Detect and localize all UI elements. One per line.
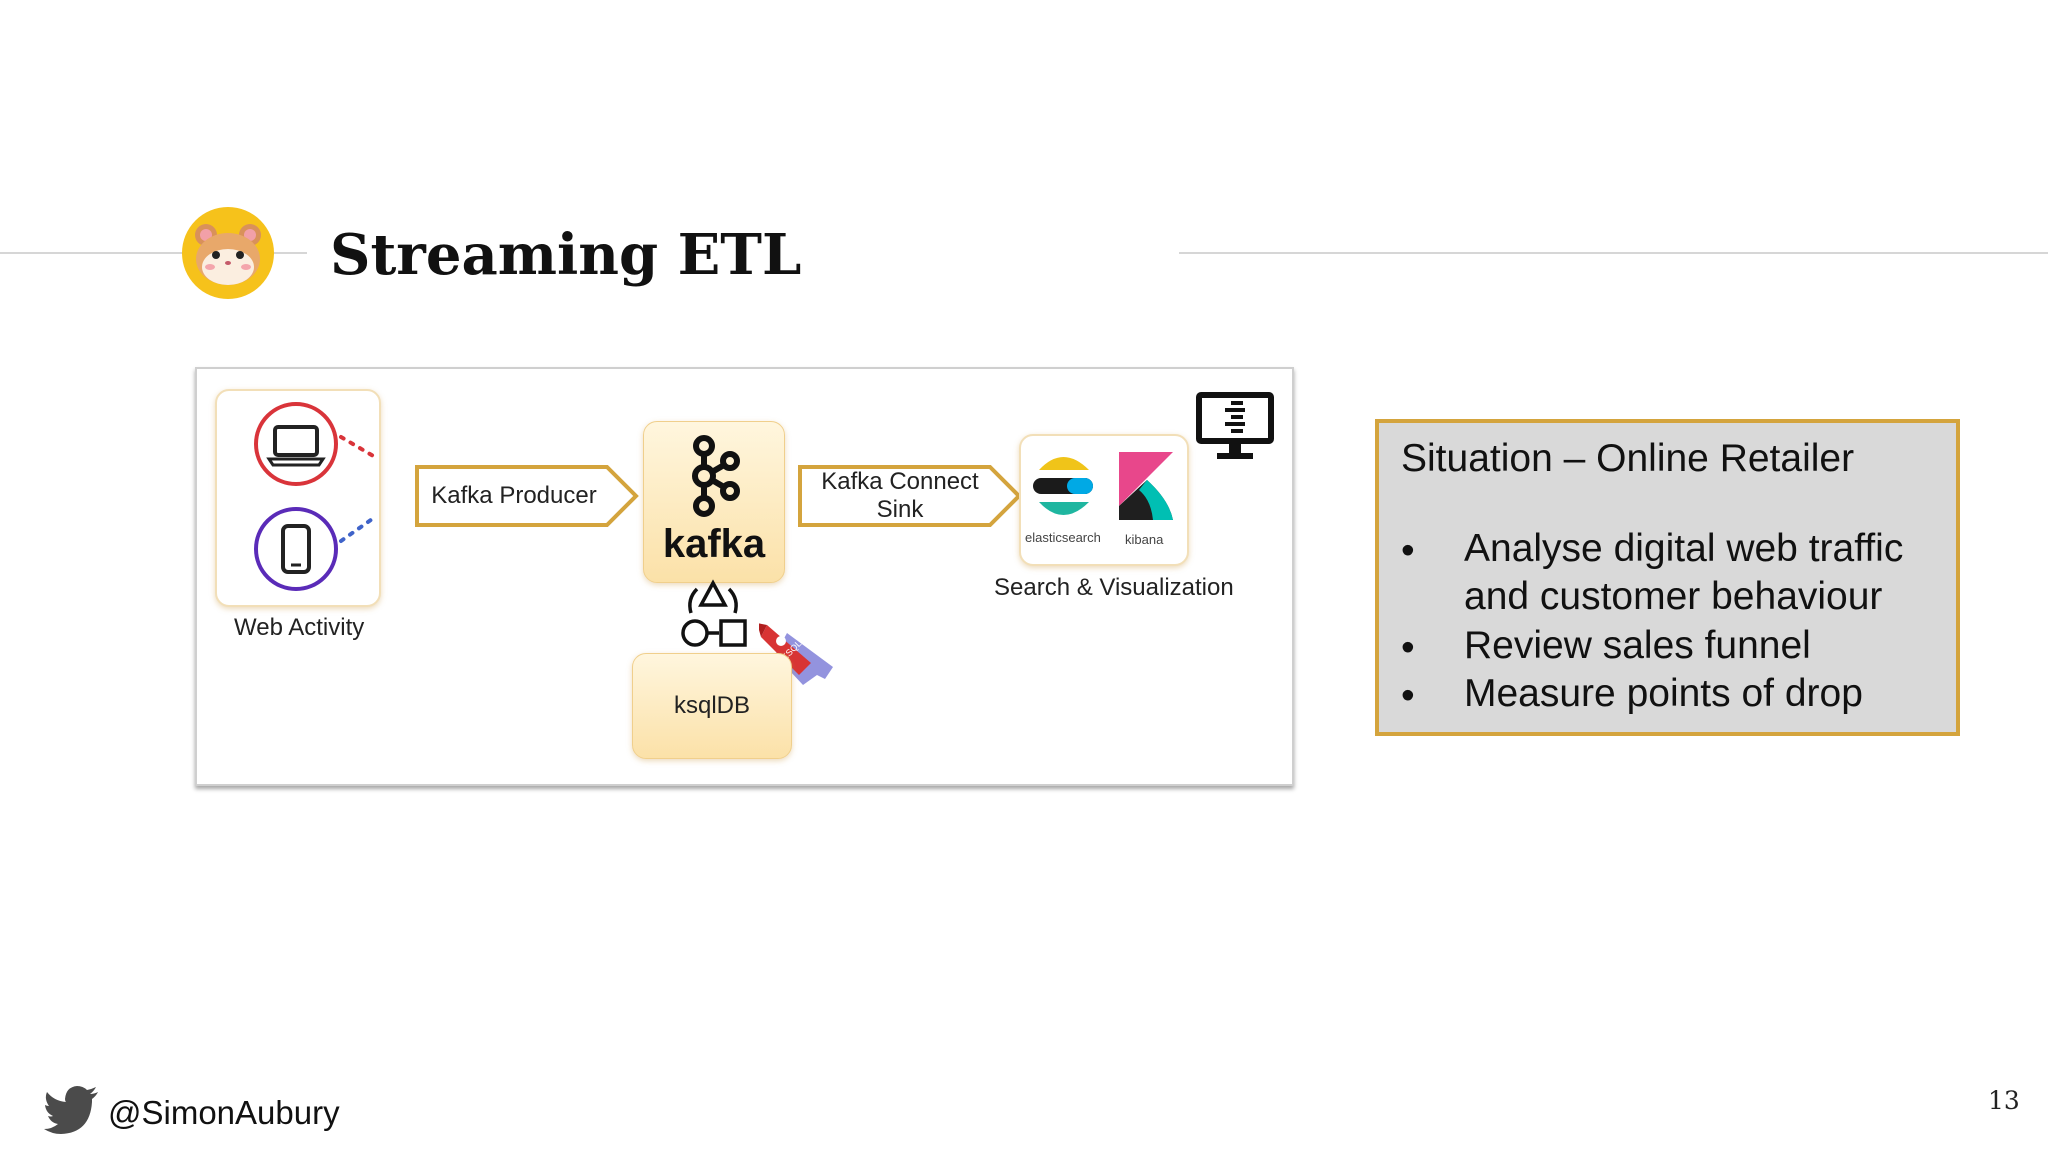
kibana-icon — [1119, 452, 1173, 520]
ksqldb-node: ksqlDB — [632, 653, 792, 759]
kafka-connect-sink-arrow: Kafka Connect Sink — [797, 464, 1023, 528]
kafka-connect-label-line1: Kafka Connect — [821, 468, 979, 495]
situation-box: Situation – Online Retailer • Analyse di… — [1375, 419, 1960, 736]
bullet-marker: • — [1401, 626, 1415, 669]
laptop-icon — [254, 402, 338, 486]
ksql-rocket-icon: KSQL — [759, 623, 833, 685]
bullet-marker: • — [1401, 529, 1415, 572]
kafka-logo-icon — [692, 435, 740, 517]
monitor-icon — [1196, 392, 1274, 459]
search-visualization-label: Search & Visualization — [994, 574, 1234, 601]
kafka-producer-arrow: Kafka Producer — [414, 464, 640, 528]
kibana-caption: kibana — [1125, 532, 1164, 547]
bullet-marker: • — [1401, 674, 1415, 717]
twitter-handle[interactable]: @SimonAubury — [108, 1094, 340, 1131]
search-visualization-node: elasticsearch kibana — [1019, 434, 1189, 566]
page-number: 13 — [1988, 1086, 2020, 1115]
kafka-node: kafka — [643, 421, 785, 583]
bullet-item: Measure points of drop — [1464, 672, 1863, 715]
slide-title: Streaming ETL — [330, 222, 802, 288]
bullet-item-line: and customer behaviour — [1464, 575, 1883, 618]
header-rule-left — [0, 252, 307, 254]
web-activity-node — [215, 389, 381, 607]
elasticsearch-icon — [1033, 457, 1093, 515]
header-rule-right — [1179, 252, 2048, 254]
kafka-connect-label-line2: Sink — [876, 496, 924, 523]
stream-processing-shapes-icon — [681, 579, 747, 647]
kafka-producer-label: Kafka Producer — [431, 482, 597, 509]
elasticsearch-caption: elasticsearch — [1025, 530, 1101, 545]
kafka-wordmark: kafka — [662, 522, 766, 566]
hamster-logo-icon — [182, 207, 274, 299]
web-activity-label: Web Activity — [234, 614, 365, 641]
etl-diagram: Web Activity Kafka Producer kafka — [195, 367, 1294, 786]
bullet-item-line: Analyse digital web traffic — [1464, 527, 1904, 570]
ksqldb-label: ksqlDB — [673, 692, 751, 719]
situation-heading: Situation – Online Retailer — [1401, 437, 1855, 480]
device-connectors — [339, 435, 377, 543]
bullet-item: Analyse digital web traffic and customer… — [1464, 525, 1944, 621]
phone-icon — [254, 507, 338, 591]
bullet-item: Review sales funnel — [1464, 624, 1811, 667]
twitter-bird-icon — [44, 1086, 98, 1134]
